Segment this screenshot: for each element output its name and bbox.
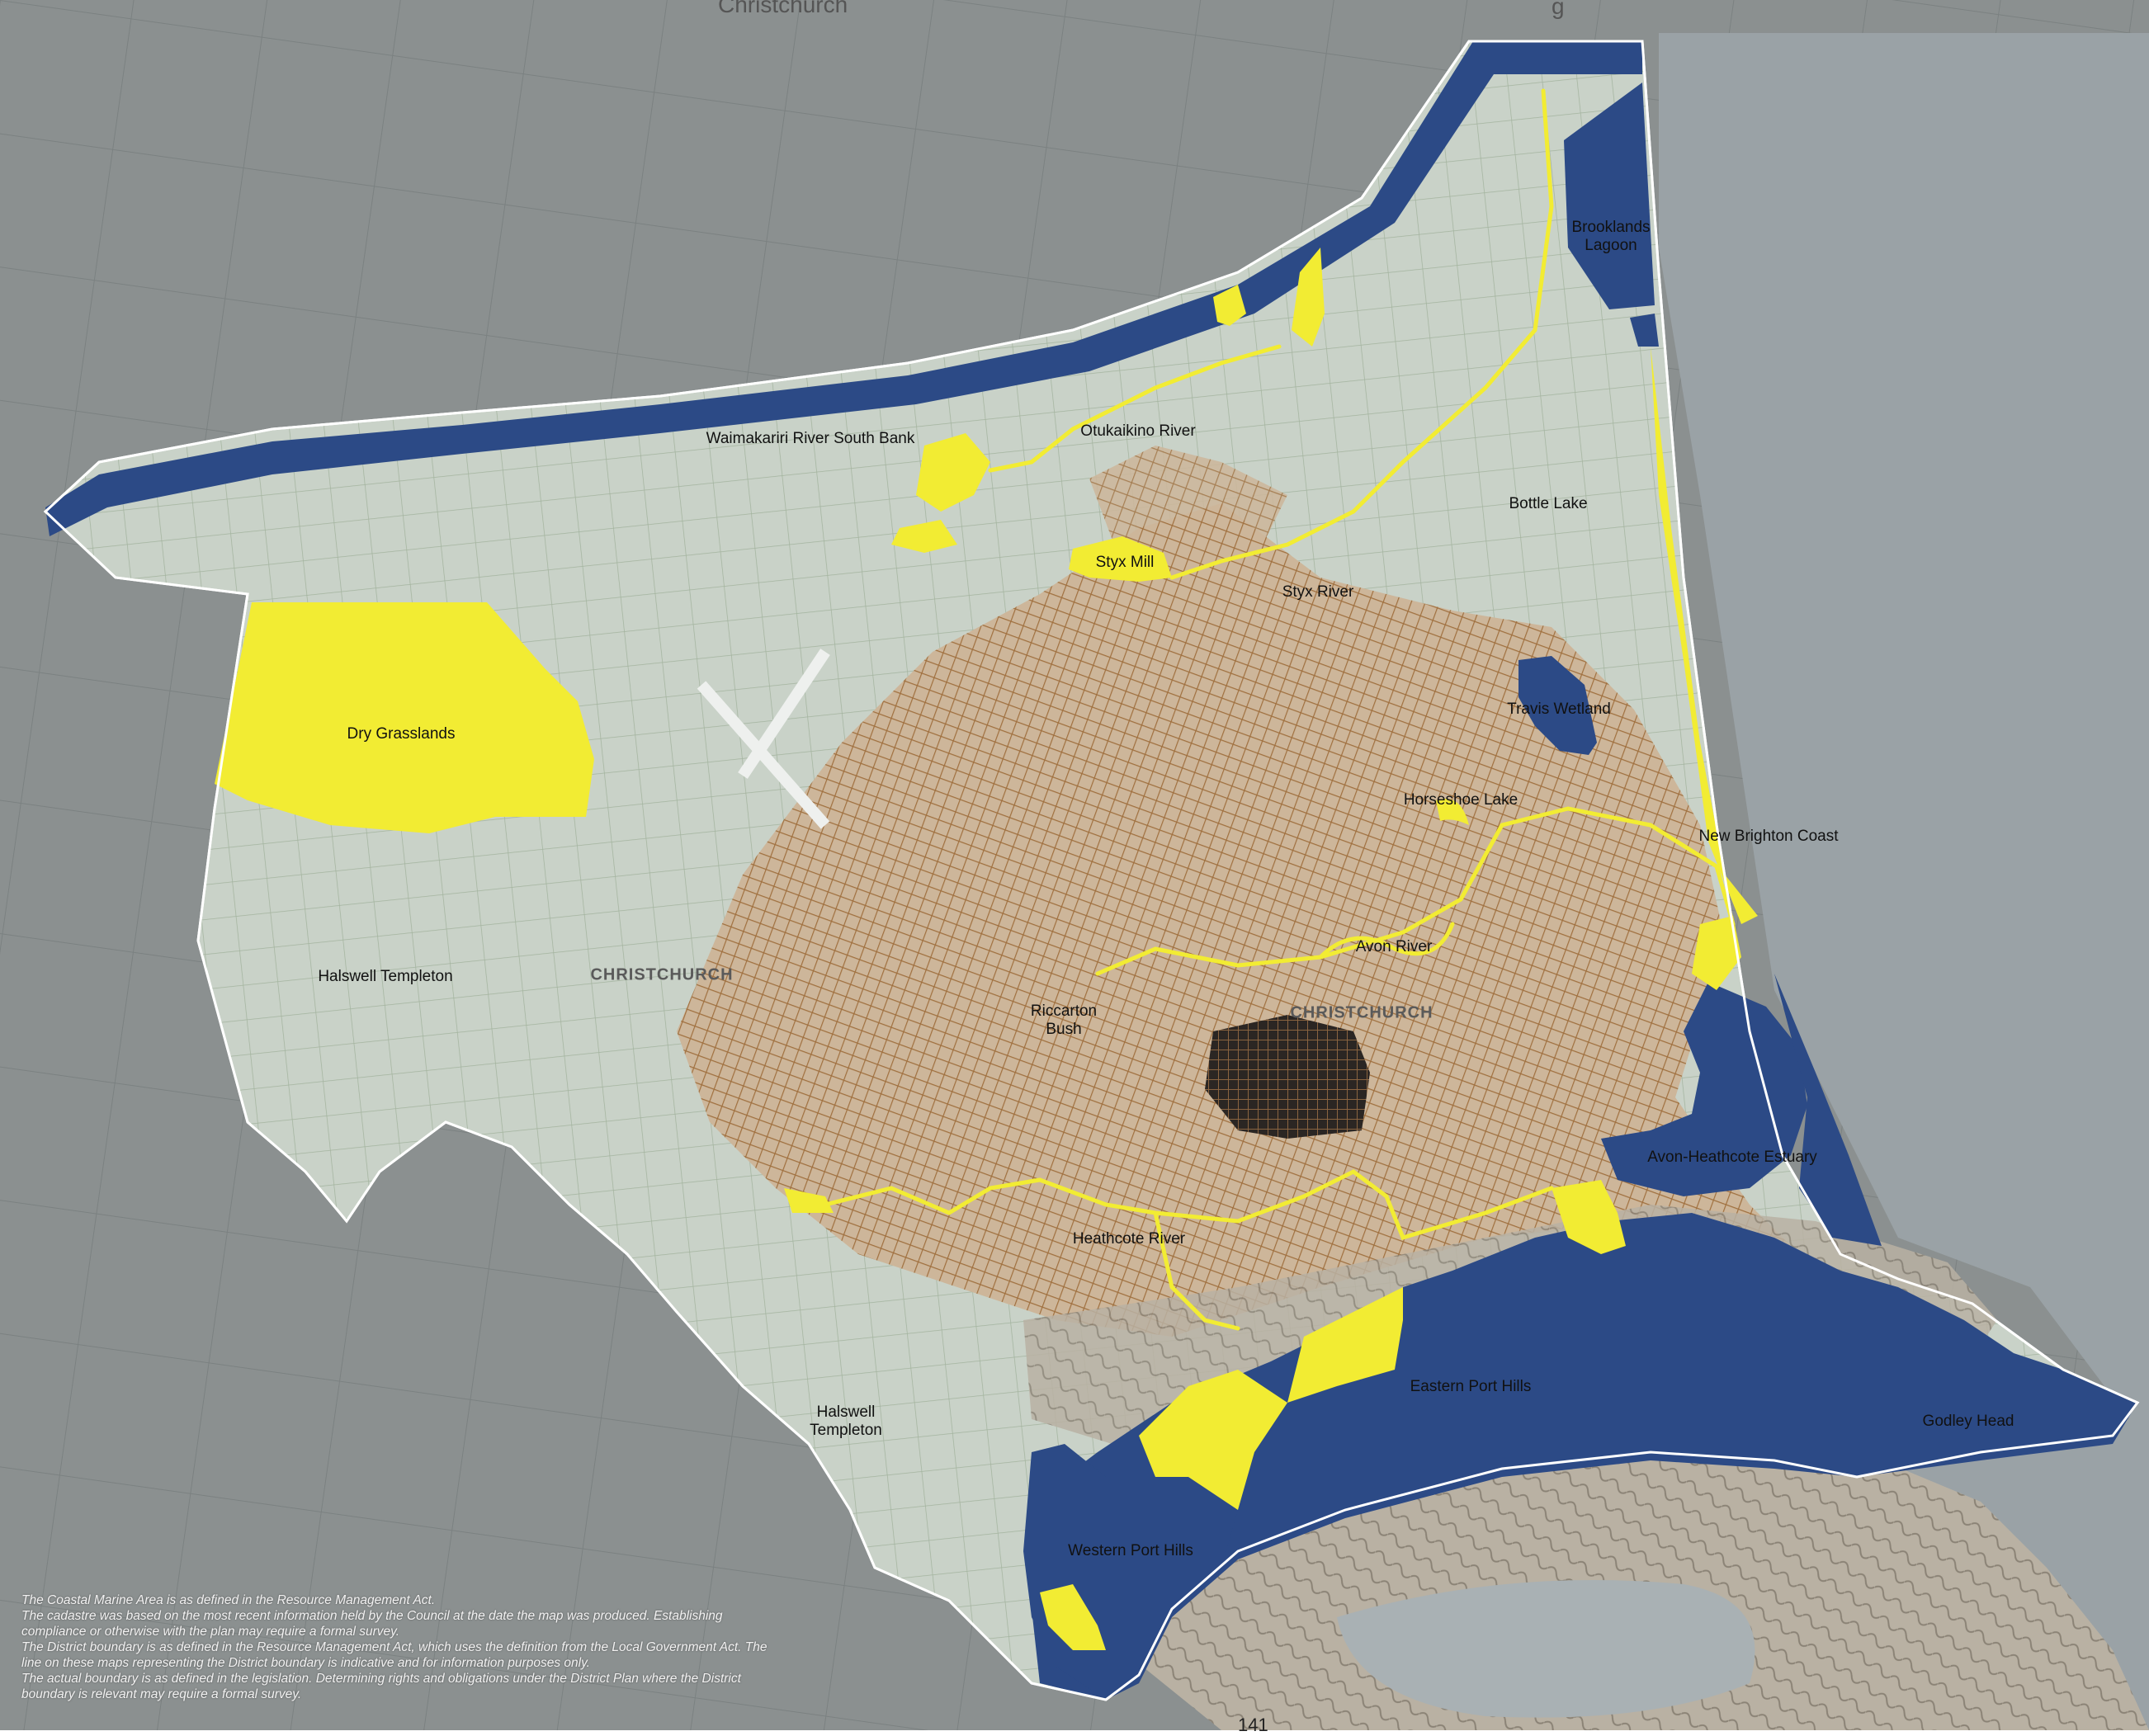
label-styx-river: Styx River [1282,583,1354,601]
disclaimer-line: The District boundary is as defined in t… [21,1640,768,1654]
zone-styx-north[interactable] [1292,248,1325,347]
airport [697,649,830,829]
disclaimer-line: The actual boundary is as defined in the… [21,1672,741,1686]
harbour [1337,1580,1755,1718]
label-horseshoe-lake: Horseshoe Lake [1403,791,1518,809]
heathcote-river-south [1153,1210,1240,1331]
label-riccarton-bush: Riccarton Bush [1030,1002,1098,1038]
zone-new-brighton-south[interactable] [1692,916,1741,990]
label-new-brighton-coast: New Brighton Coast [1698,828,1839,845]
disclaimer-line: The Coastal Marine Area is as defined in… [21,1593,436,1607]
zone-travis-wetland[interactable] [1518,656,1597,755]
label-heathcote-river: Heathcote River [1072,1230,1186,1248]
label-godley-head: Godley Head [1922,1413,2014,1430]
avon-river-loop [1318,922,1455,960]
disclaimer-line: line on these maps representing the Dist… [21,1656,590,1670]
label-western-port-hills: Western Port Hills [1068,1542,1193,1559]
zone-styx-north-west[interactable] [1213,285,1246,326]
disclaimer-line: compliance or otherwise with the plan ma… [21,1625,400,1639]
disclaimer-line: boundary is relevant may require a forma… [21,1687,302,1701]
zone-brooklands-small[interactable] [1630,314,1659,347]
heathcote-river-line [823,1169,1554,1241]
label-halswell-templeton-west: Halswell Templeton [318,968,453,985]
zone-otukaikino[interactable] [916,433,990,512]
zone-coast[interactable] [1651,347,1758,924]
zone-styx-mill[interactable] [1069,536,1172,582]
header-right-fragment: g [1552,0,1565,19]
disclaimer: The Coastal Marine Area is as defined in… [21,1592,888,1702]
styx-river-line [1169,88,1554,580]
label-avon-river: Avon River [1355,938,1433,955]
label-dry-grasslands: Dry Grasslands [347,725,456,743]
zone-eastern-port-hills-yellow[interactable] [1287,1287,1403,1403]
cbd [1205,1015,1370,1139]
district-boundary [43,40,2140,1701]
rivers [823,88,1736,1331]
sea-east [1659,33,2149,1730]
otukaikino-river-line [988,344,1282,473]
zone-estuary-spit[interactable] [1774,974,1882,1246]
avon-river-line [1095,806,1736,976]
zone-western-port-hills-yellow-2[interactable] [1040,1584,1106,1650]
zone-dry-grasslands[interactable] [215,602,594,833]
label-brooklands-lagoon: Brooklands Lagoon [1571,219,1651,254]
label-travis-wetland: Travis Wetland [1507,701,1611,718]
zone-waimakariri-river[interactable] [45,41,1642,536]
zone-heathcote-yellow[interactable] [784,1188,834,1213]
zone-estuary-yellow[interactable] [1552,1180,1626,1254]
zone-otukaikino-west[interactable] [891,520,957,553]
header-title-fragment: Christchurch [718,0,848,17]
label-halswell-templeton-south: Halswell Templeton [810,1403,882,1439]
disclaimer-line: The cadastre was based on the most recen… [21,1609,723,1623]
label-styx-mill: Styx Mill [1095,554,1155,571]
urban-north [1089,446,1287,569]
page-number: 141 [1238,1715,1268,1735]
label-avon-heathcote-estuary: Avon-Heathcote Estuary [1647,1149,1817,1166]
label-bottle-lake: Bottle Lake [1509,495,1588,512]
label-waimakariri-river-south-bank: Waimakariri River South Bank [706,430,915,447]
zone-western-port-hills-yellow[interactable] [1139,1370,1287,1510]
label-eastern-port-hills: Eastern Port Hills [1410,1378,1532,1395]
zone-port-hills[interactable] [1032,1213,2137,1700]
town-label-christchurch-central: CHRISTCHURCH [1290,1003,1433,1022]
town-label-christchurch-west: CHRISTCHURCH [590,965,734,984]
label-otukaikino-river: Otukaikino River [1080,422,1196,440]
zone-brooklands-lagoon[interactable] [1564,83,1655,309]
urban-area [677,503,1799,1337]
zone-horseshoe-lake[interactable] [1436,799,1469,825]
zone-estuary[interactable] [1601,982,1807,1196]
